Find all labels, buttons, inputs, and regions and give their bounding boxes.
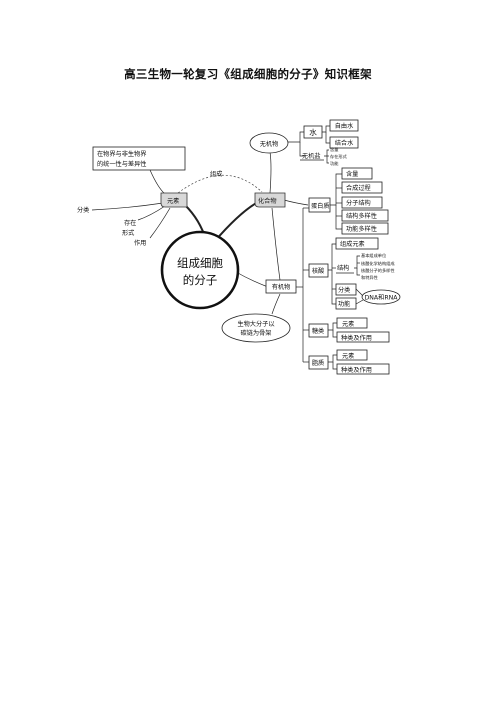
unity-label-line2: 的统一性与差异性: [97, 160, 147, 168]
hs-gongneng-label: 功能: [338, 300, 350, 308]
jiehe-shui-label: 结合水: [335, 139, 354, 147]
center-node: [160, 230, 240, 310]
jiegou-detail-0: 基本组成单位: [361, 252, 386, 259]
wujiwu-label: 无机物: [260, 140, 279, 148]
yan-detail-2: 功能: [330, 160, 339, 167]
cunzai-label-line2: 形式: [122, 229, 134, 237]
dbz-item-0: 含量: [346, 170, 358, 178]
jiehe-shui-node: [329, 136, 359, 149]
shui-label: 水: [309, 127, 317, 137]
zucheng-yuansu-label: 组成元素: [340, 240, 365, 248]
tl-item-1-node: [336, 331, 390, 343]
zuoyong-label: 作用: [134, 239, 146, 247]
dbz-item-1-node: [341, 181, 383, 194]
yuansu-node: [160, 192, 188, 208]
hs-fenlei-label: 分类: [338, 286, 350, 294]
dbz-item-0-node: [341, 167, 373, 180]
connector-lines: [91, 125, 364, 370]
huahewu-node: [254, 192, 286, 208]
danbaizhi-node: [308, 197, 331, 213]
zl-item-1-node: [336, 363, 390, 375]
tanglei-node: [308, 323, 329, 338]
ziyoushui-node: [329, 119, 359, 132]
dbz-item-4: 功能多样性: [346, 225, 377, 233]
dbz-item-1: 合成过程: [346, 184, 371, 192]
jiegou-detail-2: 核酸分子的多样性: [361, 267, 395, 274]
dna-rna-node: [361, 289, 401, 305]
wujiwu-node: [249, 132, 289, 154]
jiegou-detail-1: 核酸化学结构组成: [361, 260, 395, 267]
dbz-item-3: 结构多样性: [346, 212, 377, 220]
dbz-item-3-node: [341, 209, 389, 222]
yuansu-label: 元素: [167, 197, 179, 205]
danbaizhi-label: 蛋白质: [311, 202, 330, 210]
hs-fenlei-node: [335, 283, 357, 296]
page-title: 高三生物一轮复习《组成细胞的分子》知识框架: [124, 67, 372, 81]
youjiwu-node: [265, 279, 297, 294]
skeleton-node: [221, 313, 291, 343]
dbz-item-2: 分子结构: [346, 199, 371, 207]
fenlei-label: 分类: [77, 206, 89, 214]
yan-detail-1: 存在形式: [330, 153, 348, 160]
yan-detail-0: 含量: [330, 146, 338, 153]
zhilei-label: 脂质: [312, 359, 324, 367]
zucheng-label: 组成: [210, 170, 222, 178]
zucheng-yuansu-node: [335, 237, 379, 250]
hs-gongneng-node: [335, 297, 357, 310]
center-label-line1: 组成细胞: [177, 256, 223, 270]
zl-item-1: 种类及作用: [341, 366, 372, 374]
dna-rna-label: DNA和RNA: [365, 294, 399, 302]
skeleton-label-line1: 生物大分子以: [237, 320, 274, 328]
jiegou-label: 结构: [337, 264, 349, 272]
tl-item-0: 元素: [342, 320, 354, 328]
zl-item-0: 元素: [342, 352, 354, 360]
jiegou-detail-3: 和特异性: [361, 274, 378, 281]
tanglei-label: 糖类: [312, 327, 324, 335]
unity-box: [92, 146, 186, 171]
wujiyan-label: 无机盐: [302, 152, 321, 160]
hesuan-node: [308, 263, 329, 278]
zl-item-0-node: [336, 349, 368, 361]
ziyoushui-label: 自由水: [335, 122, 354, 130]
hesuan-label: 核酸: [312, 267, 324, 275]
cunzai-label-line1: 存在: [124, 219, 136, 227]
youjiwu-label: 有机物: [272, 283, 291, 291]
unity-label-line1: 在物界与非生物界: [97, 150, 147, 158]
dbz-item-2-node: [341, 196, 383, 209]
huahewu-label: 化合物: [258, 197, 277, 205]
center-label-line2: 的分子: [183, 273, 218, 287]
dbz-item-4-node: [341, 222, 389, 235]
tl-item-0-node: [336, 317, 368, 329]
tl-item-1: 种类及作用: [341, 334, 372, 342]
skeleton-label-line2: 碳链为骨架: [241, 329, 272, 337]
zhilei-node: [308, 355, 329, 370]
shui-node: [303, 125, 323, 139]
